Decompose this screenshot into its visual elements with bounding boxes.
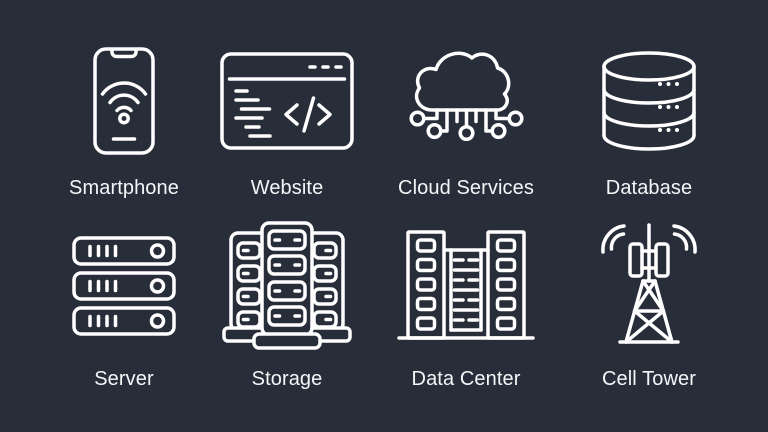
- item-label: Cloud Services: [398, 177, 534, 199]
- smartphone-icon: [93, 47, 155, 155]
- item-label: Storage: [251, 368, 323, 390]
- item-label: Cell Tower: [602, 368, 696, 390]
- item-label: Data Center: [411, 368, 521, 390]
- data-center-icon: [397, 230, 535, 340]
- website-icon: [220, 52, 354, 150]
- item-database: Database: [572, 0, 726, 216]
- item-label: Database: [605, 177, 693, 199]
- item-smartphone: Smartphone: [34, 0, 214, 216]
- item-label: Server: [94, 368, 154, 390]
- item-cell-tower: Cell Tower: [572, 216, 726, 432]
- item-cloud-services: Cloud Services: [360, 0, 572, 216]
- cloud-services-icon: [409, 51, 524, 142]
- storage-icon: [222, 221, 352, 350]
- item-data-center: Data Center: [360, 216, 572, 432]
- item-label: Smartphone: [69, 177, 179, 199]
- item-label: Website: [250, 177, 324, 199]
- item-website: Website: [214, 0, 360, 216]
- cell-tower-icon: [601, 223, 697, 344]
- server-icon: [72, 236, 176, 336]
- item-server: Server: [34, 216, 214, 432]
- database-icon: [602, 51, 696, 151]
- item-storage: Storage: [214, 216, 360, 432]
